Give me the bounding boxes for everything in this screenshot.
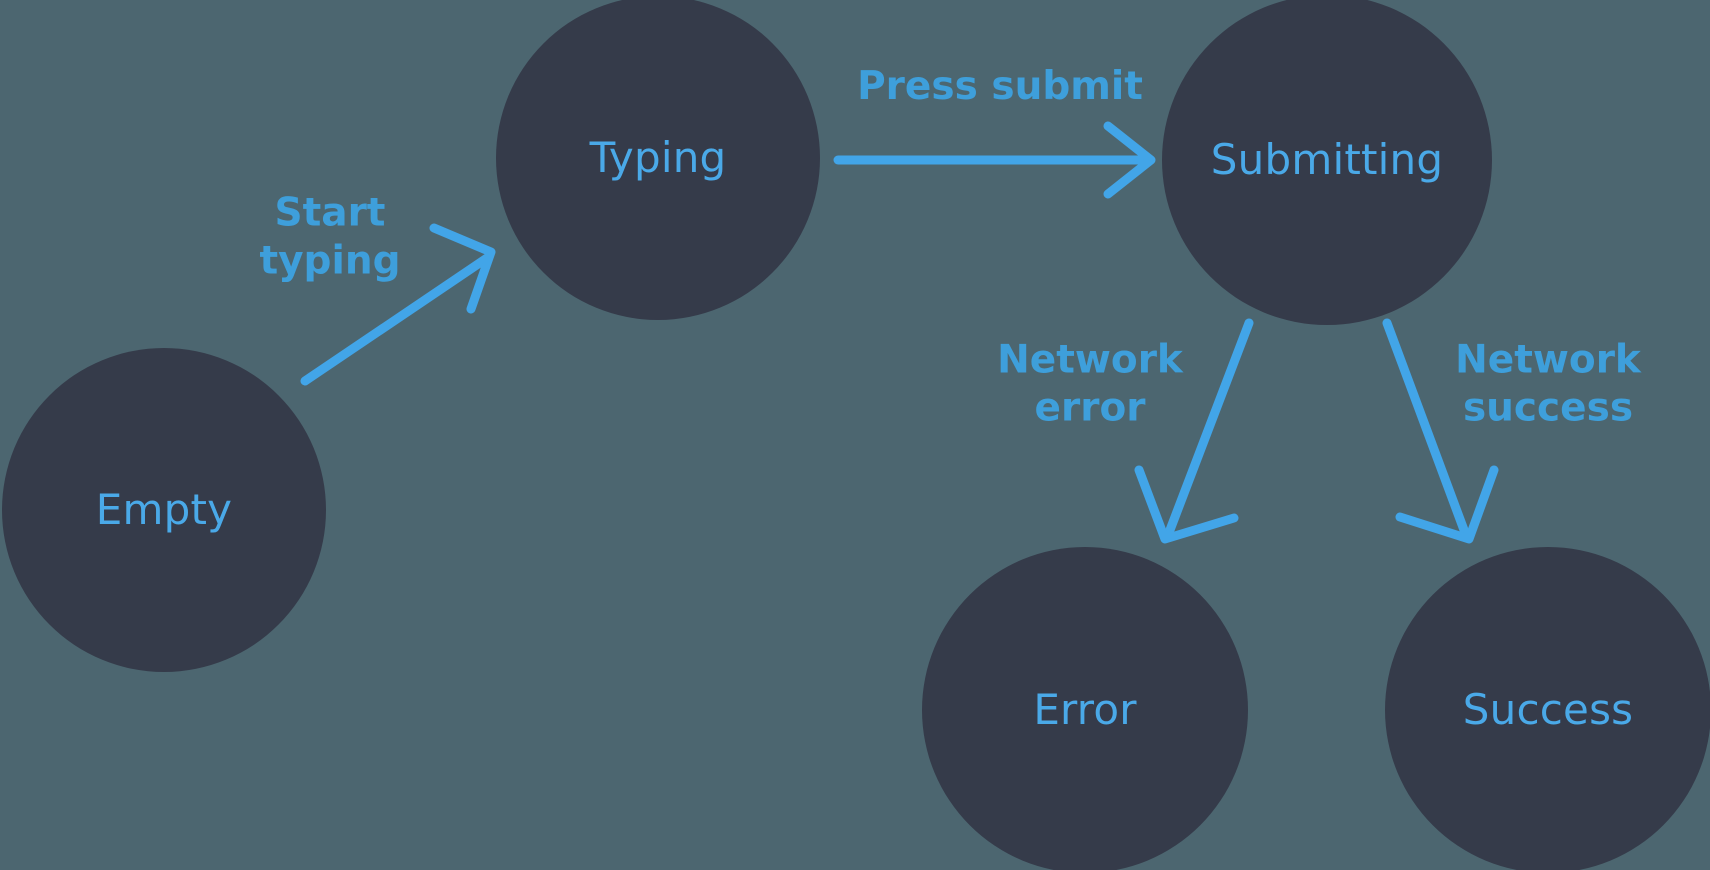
state-node-label: Submitting [1210,135,1444,184]
state-node-label: Success [1462,685,1634,734]
edge-label-press-submit: Press submit [857,64,1143,110]
state-node-error[interactable]: Error [922,547,1248,870]
edge-label-network-success: Network success [1455,337,1641,430]
state-node-success[interactable]: Success [1385,547,1710,870]
edge-label-network-error: Network error [997,337,1183,430]
state-node-label: Error [1033,685,1137,734]
state-node-label: Empty [95,485,233,534]
state-node-submitting[interactable]: Submitting [1162,0,1492,325]
edge-label-start-typing: Start typing [259,190,401,283]
state-node-label: Typing [589,133,727,182]
state-node-empty[interactable]: Empty [2,348,326,672]
edge-press-submit [833,121,1156,199]
state-node-typing[interactable]: Typing [496,0,820,320]
